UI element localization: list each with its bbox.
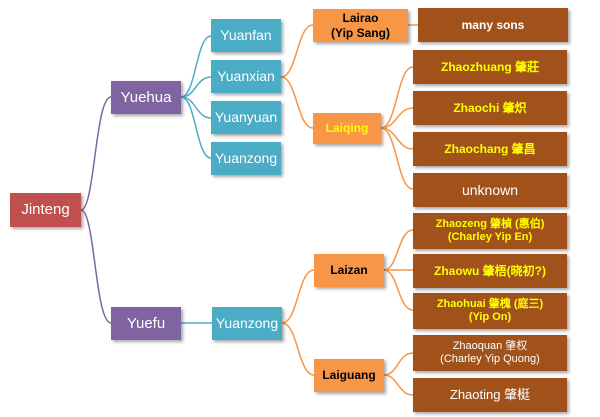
link-laizan-zhaozeng [383, 229, 414, 271]
node-yuehua-label: Yuehua [120, 88, 172, 106]
node-zhaohuai: Zhaohuai 肇槐 (庭三) (Yip On) [413, 293, 567, 329]
link-jinteng-yuefu [80, 209, 112, 324]
link-yuanxian-lairao [280, 24, 314, 78]
node-laizan: Laizan [314, 254, 384, 287]
node-unknown: unknown [413, 173, 567, 207]
node-unknown-label: unknown [461, 181, 519, 198]
node-yuefu: Yuefu [111, 307, 181, 340]
node-jinteng: Jinteng [10, 193, 81, 227]
node-zhaoquan-label: Zhaoquan 肇权 [452, 339, 528, 352]
link-laiqing-unknown [380, 127, 414, 190]
node-zhaozeng: Zhaozeng 肇楨 (惠伯) (Charley Yip En) [413, 213, 567, 249]
node-laizan-label: Laizan [330, 263, 368, 278]
node-jinteng-label: Jinteng [21, 201, 70, 218]
node-many-sons: many sons [418, 8, 568, 42]
node-laiqing: Laiqing [313, 113, 381, 144]
node-zhaochi: Zhaochi 肇炽 [413, 91, 567, 125]
node-zhaochang: Zhaochang 肇昌 [413, 132, 567, 166]
node-yuefu-label: Yuefu [126, 314, 166, 332]
node-zhaoting-label: Zhaoting 肇梃 [449, 387, 531, 403]
node-zhaohuai-label: Zhaohuai 肇槐 (庭三) [436, 297, 544, 310]
link-yuehua-yuanzong [180, 96, 212, 159]
node-lairao-label: Lairao [342, 11, 379, 26]
link-yuanxian-laiqing [280, 76, 314, 129]
node-zhaozeng-alias: (Charley Yip En) [447, 231, 533, 243]
node-zhaochang-label: Zhaochang 肇昌 [444, 141, 536, 156]
node-yuanxian-label: Yuanxian [217, 68, 275, 85]
node-laiguang-label: Laiguang [322, 368, 376, 383]
link-laiqing-zhaozhuang [380, 66, 414, 129]
node-yuanfan: Yuanfan [211, 19, 281, 52]
node-lairao-alias: (Yip Sang) [331, 25, 390, 40]
node-yuehua: Yuehua [111, 81, 181, 114]
link-yuanzong-laizan [281, 269, 315, 324]
node-zhaowu-label: Zhaowu 肇梧(晓初?) [434, 263, 546, 278]
link-yuanzong-laiguang [281, 322, 315, 376]
node-laiqing-label: Laiqing [325, 121, 369, 136]
node-zhaoquan: Zhaoquan 肇权 (Charley Yip Quong) [413, 335, 567, 371]
node-yuanzong-a: Yuanzong [211, 142, 281, 175]
node-yuanyuan: Yuanyuan [211, 101, 281, 134]
node-zhaowu: Zhaowu 肇梧(晓初?) [413, 254, 567, 288]
link-yuehua-yuanfan [180, 35, 212, 98]
node-yuanfan-label: Yuanfan [220, 27, 272, 44]
node-zhaochi-label: Zhaochi 肇炽 [453, 100, 527, 115]
link-laizan-zhaohuai [383, 269, 414, 311]
node-yuanzong-b-label: Yuanzong [215, 315, 279, 332]
node-zhaozhuang: Zhaozhuang 肇莊 [413, 50, 567, 84]
node-zhaohuai-alias: (Yip On) [468, 311, 512, 323]
node-yuanyuan-label: Yuanyuan [214, 109, 278, 126]
node-yuanzong-a-label: Yuanzong [214, 150, 278, 167]
link-yuehua-yuanxian [180, 76, 212, 98]
node-zhaozeng-label: Zhaozeng 肇楨 (惠伯) [435, 217, 545, 230]
node-yuanxian: Yuanxian [211, 60, 281, 93]
node-laiguang: Laiguang [314, 359, 384, 392]
link-laiguang-zhaoting [383, 374, 414, 396]
node-zhaozhuang-label: Zhaozhuang 肇莊 [441, 59, 539, 74]
node-lairao: Lairao (Yip Sang) [313, 9, 408, 42]
link-jinteng-yuehua [80, 96, 112, 211]
link-laiguang-zhaoquan [383, 352, 414, 376]
node-yuanzong-b: Yuanzong [212, 307, 282, 340]
link-laiqing-zhaochi [380, 107, 414, 129]
node-many-sons-label: many sons [461, 17, 525, 32]
node-zhaoquan-alias: (Charley Yip Quong) [440, 353, 540, 365]
node-zhaoting: Zhaoting 肇梃 [413, 378, 567, 412]
